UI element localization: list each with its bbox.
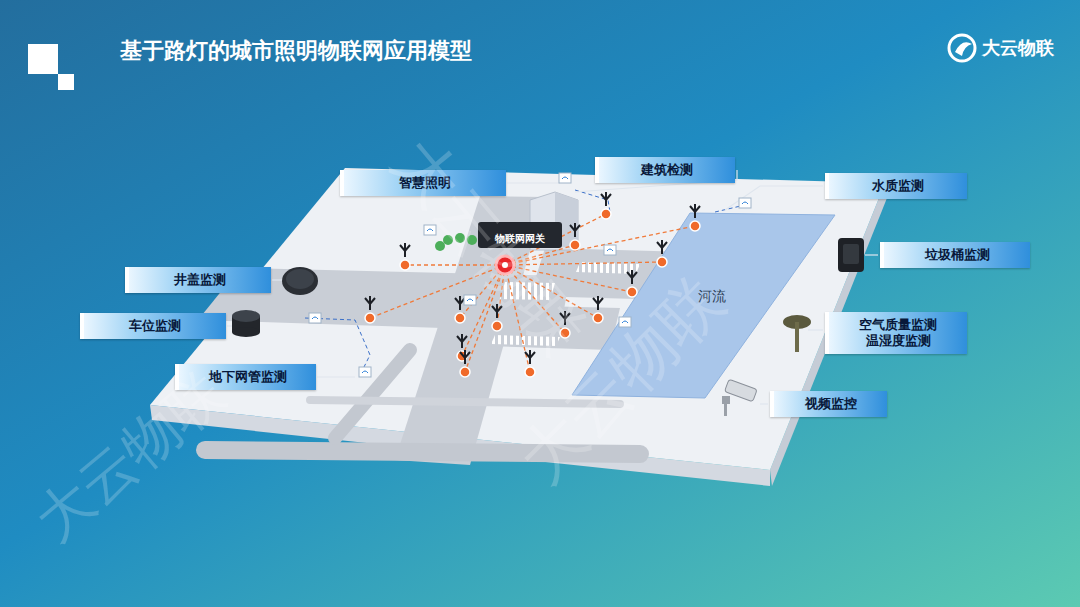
lamp-link xyxy=(505,214,606,265)
node-label: 水质监测 xyxy=(872,178,924,194)
street-lamp xyxy=(525,350,535,377)
lamp-link xyxy=(505,262,662,265)
river-area: 河流 xyxy=(570,210,838,402)
callout-box: 垃圾桶监测 xyxy=(880,242,1030,268)
node-label: 车位监测 xyxy=(129,318,181,334)
lamp-link xyxy=(465,265,505,372)
callout-box: 视频监控 xyxy=(770,391,887,417)
callout-box: 车位监测 xyxy=(80,313,226,339)
lamp-link xyxy=(505,265,598,318)
parking-sensor-icon xyxy=(232,310,260,337)
brand-name: 大云物联 xyxy=(982,36,1054,60)
wireless-sensor xyxy=(424,225,436,235)
street-lamp xyxy=(627,270,637,297)
gateway-hub xyxy=(496,256,514,274)
trash-bin-sensor-icon xyxy=(838,238,864,272)
street-lamp xyxy=(560,311,570,338)
lamp-link xyxy=(505,245,575,265)
street-lamp xyxy=(690,204,700,231)
lamp-link xyxy=(370,265,505,318)
node-label: 建筑检测 xyxy=(641,162,693,178)
river-water xyxy=(572,213,835,398)
street-lamp xyxy=(570,223,580,250)
wireless-sensor xyxy=(739,198,751,208)
manhole-cover-icon xyxy=(282,267,318,295)
wireless-sensor xyxy=(559,173,571,183)
street-lamp xyxy=(657,240,667,267)
lamp-link xyxy=(505,265,565,333)
river-shape xyxy=(570,210,838,402)
street-lamp xyxy=(455,296,465,323)
node-label: 地下网管监测 xyxy=(209,369,287,385)
lamp-link xyxy=(505,226,695,265)
video-camera-icon xyxy=(722,379,757,416)
street-lamp xyxy=(601,192,611,219)
wireless-sensor xyxy=(464,295,476,305)
city-slab xyxy=(150,168,887,486)
logo-square xyxy=(58,74,74,90)
wireless-sensor xyxy=(359,367,371,377)
callout-box: 建筑检测 xyxy=(595,157,735,183)
node-label: 视频监控 xyxy=(805,396,857,412)
lamp-link xyxy=(405,264,505,265)
brand-mark xyxy=(949,35,975,61)
logo-square xyxy=(28,44,58,74)
area-label: 河流 xyxy=(698,288,726,306)
iot-gateway-box: 物联网网关 xyxy=(478,222,562,248)
wireless-sensor xyxy=(604,245,616,255)
lamp-link xyxy=(505,265,632,292)
street-lamp xyxy=(593,296,603,323)
lamp-link xyxy=(462,265,505,356)
lamp-link xyxy=(505,265,530,372)
lamp-link xyxy=(460,265,505,318)
street-lamp xyxy=(492,304,502,331)
node-label: 智慧照明 xyxy=(399,175,451,191)
callout-box: 智慧照明 xyxy=(340,170,506,196)
street-lamp xyxy=(400,243,410,270)
callout-box: 井盖监测 xyxy=(125,267,271,293)
callout-box: 水质监测 xyxy=(825,173,967,199)
page-title: 基于路灯的城市照明物联网应用模型 xyxy=(120,36,472,66)
gateway-hub xyxy=(502,262,508,268)
air-quality-sensor-icon xyxy=(783,315,811,352)
lamp-link xyxy=(497,265,505,326)
logo-square xyxy=(44,62,56,72)
node-label: 物联网网关 xyxy=(495,232,545,246)
wireless-sensor xyxy=(619,317,631,327)
leader-line xyxy=(227,170,878,404)
callout-box: 空气质量监测 温湿度监测 xyxy=(825,312,967,354)
node-label: 空气质量监测 温湿度监测 xyxy=(856,317,939,350)
street-lamp xyxy=(457,334,467,361)
node-label: 井盖监测 xyxy=(174,272,226,288)
callout-box: 地下网管监测 xyxy=(175,364,316,390)
street-lamp xyxy=(365,296,375,323)
node-label: 垃圾桶监测 xyxy=(925,247,990,263)
street-lamp xyxy=(460,350,470,377)
wireless-sensor xyxy=(309,313,321,323)
